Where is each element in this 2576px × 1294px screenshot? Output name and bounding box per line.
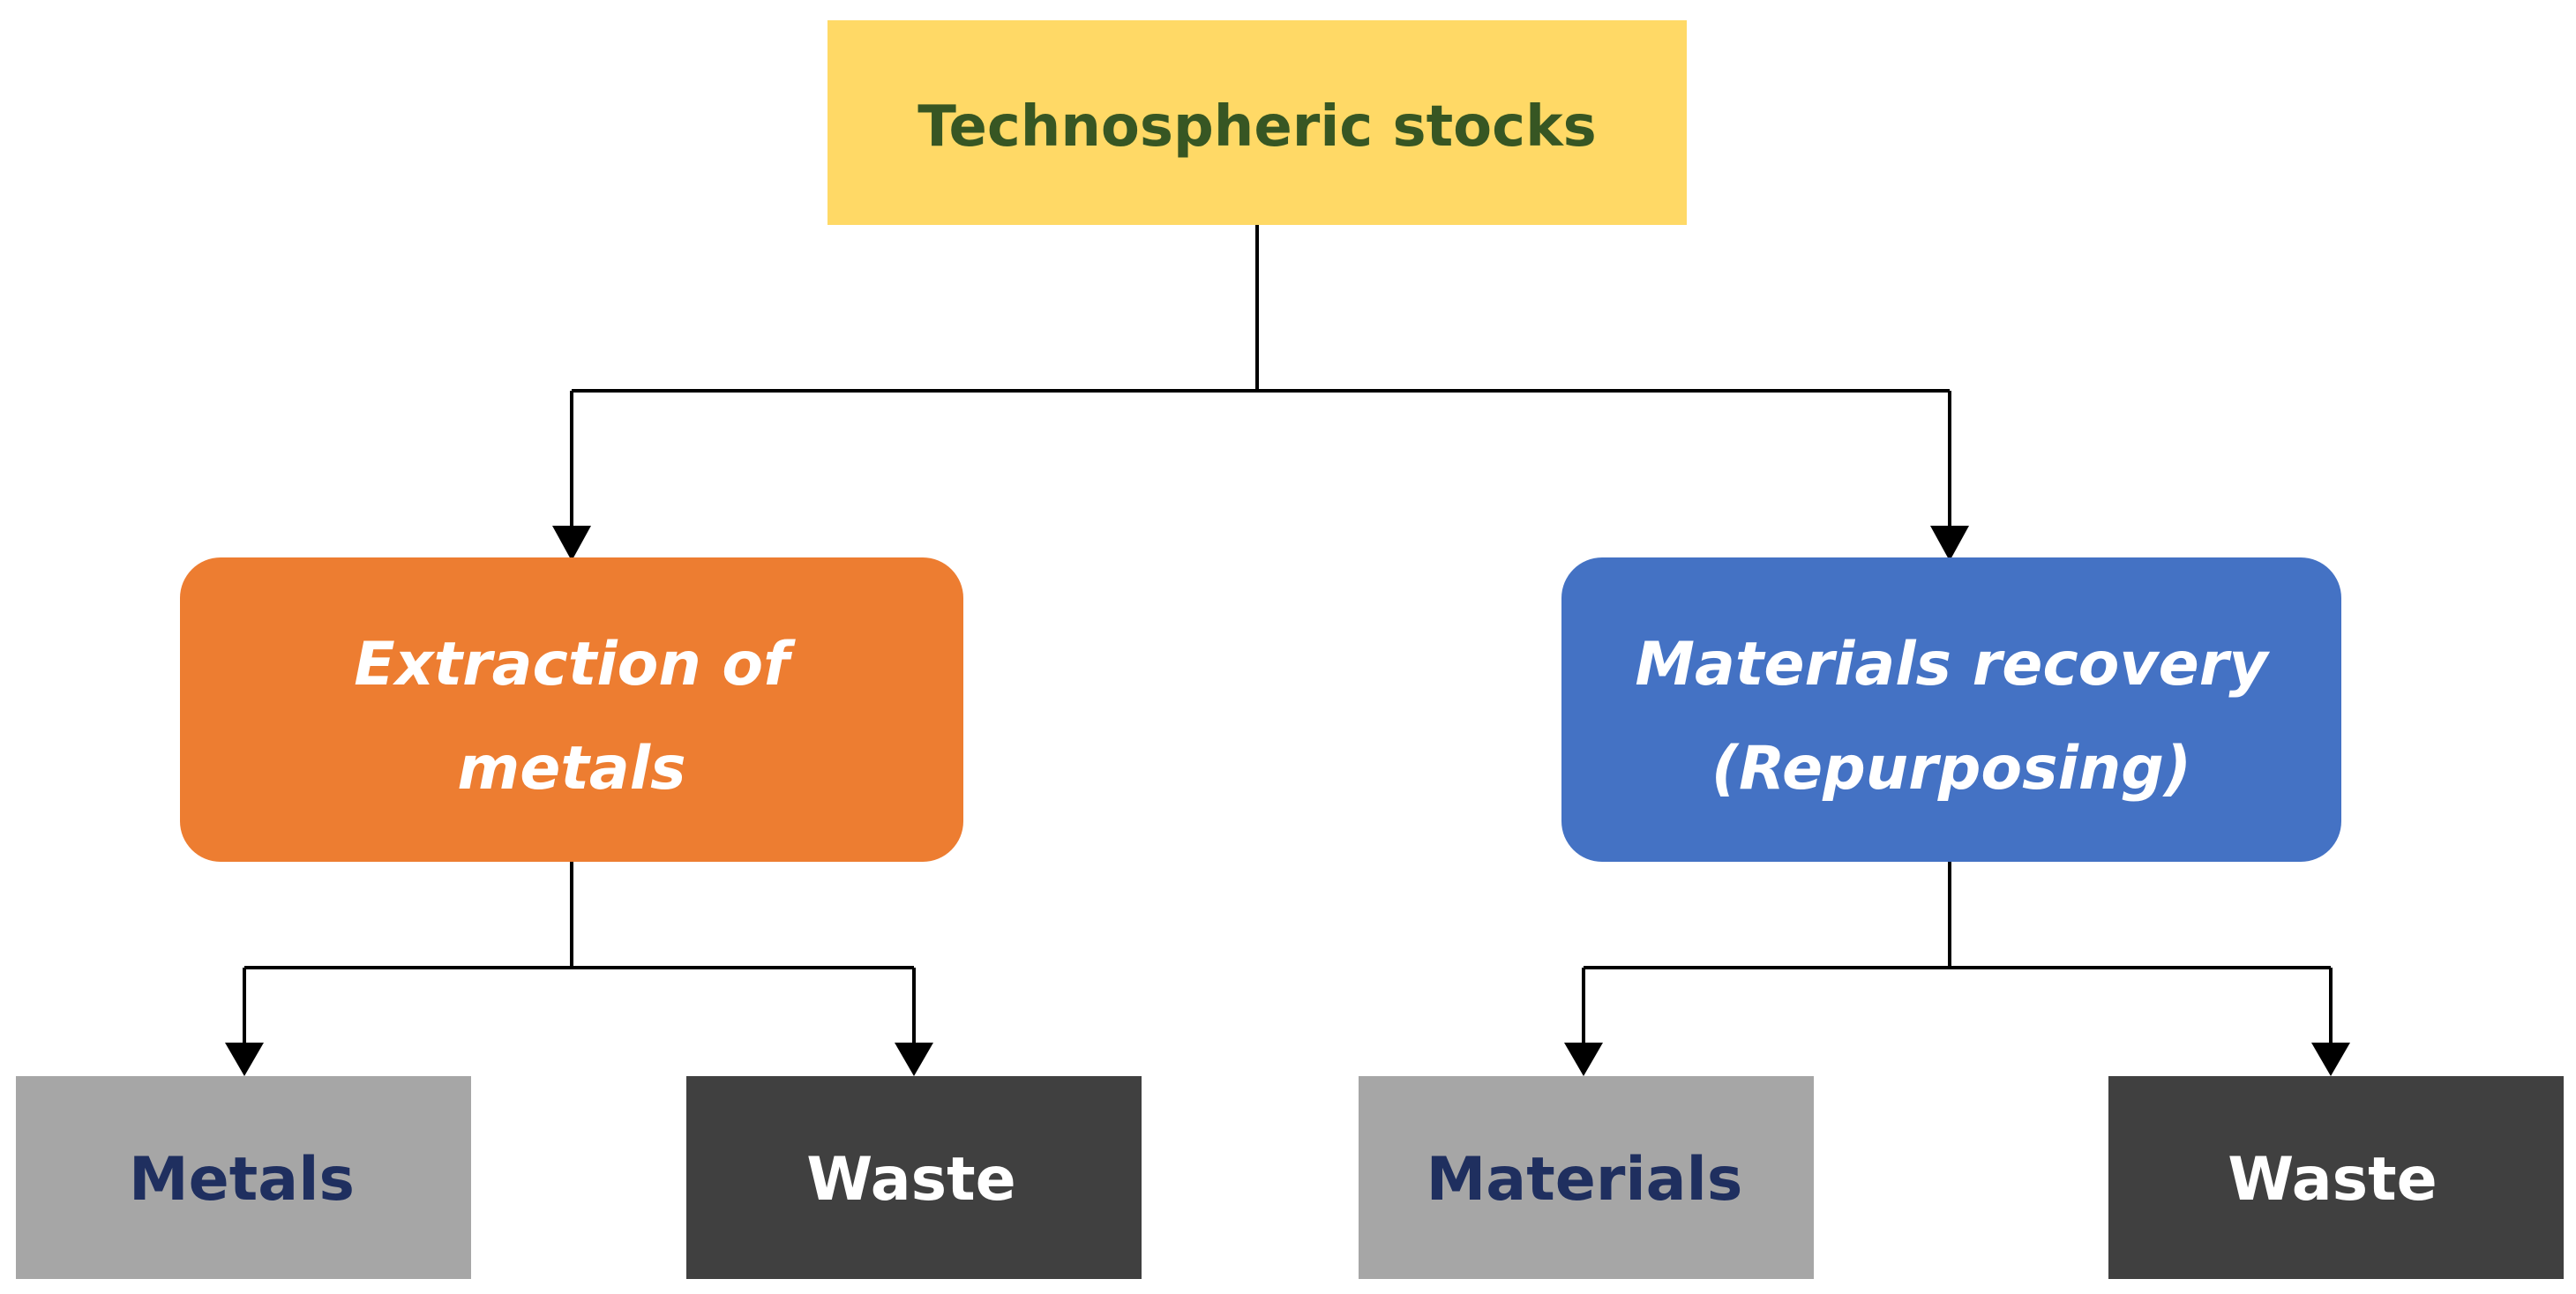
node-label-line-2: metals: [457, 734, 685, 804]
node-extraction-of-metals: Extraction of metals: [180, 557, 963, 862]
node-label: Technospheric stocks: [917, 94, 1596, 160]
arrowhead-waste-right: [2311, 1043, 2350, 1076]
node-box: [827, 20, 1687, 225]
node-box: [686, 1076, 1142, 1279]
node-box: [1359, 1076, 1814, 1279]
arrowhead-waste-left: [895, 1043, 933, 1076]
node-label: Waste: [806, 1145, 1016, 1215]
node-metals: Metals: [16, 1076, 471, 1279]
node-box: [180, 557, 963, 862]
node-waste-right: Waste: [2108, 1076, 2564, 1279]
node-waste-left: Waste: [686, 1076, 1142, 1279]
node-label: Metals: [129, 1145, 355, 1215]
node-label-line-1: Extraction of: [354, 630, 796, 699]
connectors-extraction: [225, 856, 933, 1076]
node-box: [2108, 1076, 2564, 1279]
node-label: Waste: [2228, 1145, 2437, 1215]
node-label-line-2: (Repurposing): [1711, 734, 2191, 804]
connectors-recovery: [1564, 856, 2350, 1076]
arrowhead-materials: [1564, 1043, 1603, 1076]
node-technospheric-stocks: Technospheric stocks: [827, 20, 1687, 225]
node-label-line-1: Materials recovery: [1635, 630, 2270, 699]
arrowhead-metals: [225, 1043, 264, 1076]
arrowhead-recovery: [1930, 526, 1969, 561]
node-materials-recovery: Materials recovery (Repurposing): [1561, 557, 2341, 862]
arrowhead-extraction: [552, 526, 591, 561]
node-box: [16, 1076, 471, 1279]
node-label: Materials: [1427, 1145, 1743, 1215]
connectors-root: [552, 221, 1969, 561]
node-box: [1561, 557, 2341, 862]
node-materials: Materials: [1359, 1076, 1814, 1279]
